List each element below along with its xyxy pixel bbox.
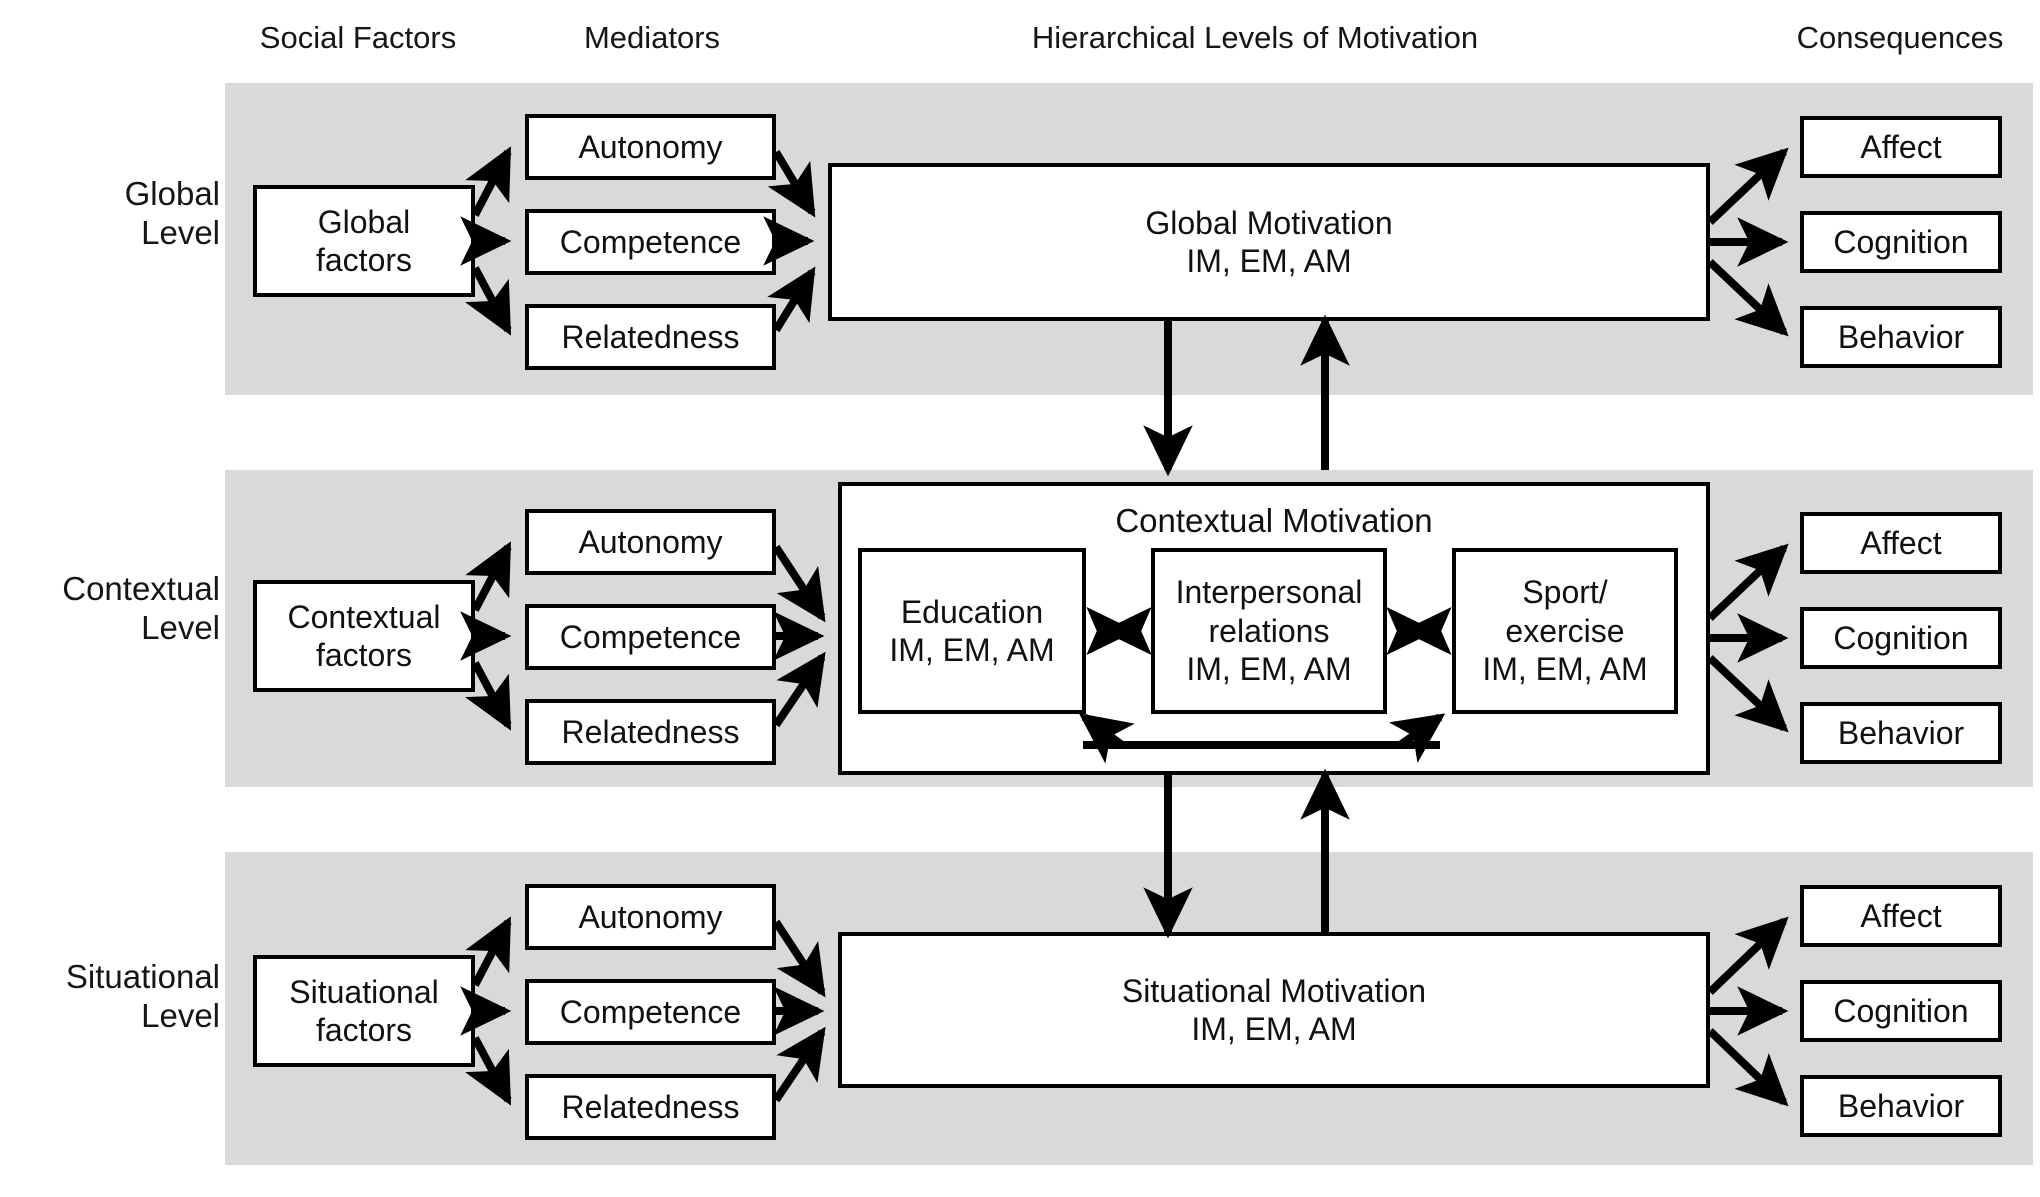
global-factors-line1: Global xyxy=(317,203,411,240)
situational-motivation-box[interactable]: Situational Motivation IM, EM, AM xyxy=(838,932,1710,1088)
situational-mediator-competence[interactable]: Competence xyxy=(525,979,776,1045)
global-mediator-autonomy[interactable]: Autonomy xyxy=(525,114,776,180)
situational-consequence-affect[interactable]: Affect xyxy=(1800,885,2002,947)
situational-mediator-relatedness[interactable]: Relatedness xyxy=(525,1074,776,1140)
contextual-consequence-behavior[interactable]: Behavior xyxy=(1800,702,2002,764)
situational-mediator-autonomy[interactable]: Autonomy xyxy=(525,884,776,950)
header-mediators: Mediators xyxy=(583,20,721,55)
contextual-factors-box[interactable]: Contextual factors xyxy=(253,580,475,692)
contextual-subdomain-sport-name-l1: Sport/ xyxy=(1522,574,1608,611)
situational-consequence-behavior[interactable]: Behavior xyxy=(1800,1075,2002,1137)
level-label-global-line2: Level xyxy=(141,213,220,251)
level-label-situational: Situational Level xyxy=(10,958,220,1036)
contextual-subdomain-sport-types: IM, EM, AM xyxy=(1482,651,1648,688)
global-mediator-competence[interactable]: Competence xyxy=(525,209,776,275)
level-label-contextual: Contextual Level xyxy=(10,570,220,648)
situational-factors-box[interactable]: Situational factors xyxy=(253,955,475,1067)
header-hierarchical: Hierarchical Levels of Motivation xyxy=(1031,20,1479,55)
level-label-global-line1: Global xyxy=(124,175,220,212)
contextual-mediator-competence[interactable]: Competence xyxy=(525,604,776,670)
global-mediator-relatedness[interactable]: Relatedness xyxy=(525,304,776,370)
level-label-global: Global Level xyxy=(30,175,220,253)
contextual-subdomain-interpersonal-types: IM, EM, AM xyxy=(1186,651,1352,688)
level-label-situational-line2: Level xyxy=(141,996,220,1034)
situational-consequence-cognition[interactable]: Cognition xyxy=(1800,980,2002,1042)
contextual-consequence-cognition[interactable]: Cognition xyxy=(1800,607,2002,669)
header-consequences: Consequences xyxy=(1796,20,2004,55)
contextual-subdomain-education-name: Education xyxy=(900,593,1044,630)
level-label-situational-line1: Situational xyxy=(65,958,220,995)
contextual-factors-line2: factors xyxy=(315,637,412,673)
contextual-subdomain-sport-name-l2: exercise xyxy=(1505,612,1625,649)
contextual-factors-line1: Contextual xyxy=(287,598,441,635)
contextual-subdomain-sport[interactable]: Sport/ exercise IM, EM, AM xyxy=(1452,548,1678,714)
contextual-motivation-title: Contextual Motivation xyxy=(1115,502,1433,539)
contextual-mediator-autonomy[interactable]: Autonomy xyxy=(525,509,776,575)
global-consequence-cognition[interactable]: Cognition xyxy=(1800,211,2002,273)
contextual-subdomain-interpersonal[interactable]: Interpersonal relations IM, EM, AM xyxy=(1151,548,1387,714)
global-motivation-box[interactable]: Global Motivation IM, EM, AM xyxy=(828,163,1710,321)
contextual-consequence-affect[interactable]: Affect xyxy=(1800,512,2002,574)
header-social-factors: Social Factors xyxy=(259,20,457,55)
global-consequence-affect[interactable]: Affect xyxy=(1800,116,2002,178)
situational-motivation-title: Situational Motivation xyxy=(1121,972,1427,1009)
global-factors-box[interactable]: Global factors xyxy=(253,185,475,297)
level-label-contextual-line1: Contextual xyxy=(62,570,220,607)
level-label-contextual-line2: Level xyxy=(141,608,220,646)
situational-motivation-sub: IM, EM, AM xyxy=(1191,1011,1357,1047)
global-motivation-sub: IM, EM, AM xyxy=(1186,243,1352,279)
contextual-subdomain-interpersonal-name-l1: Interpersonal xyxy=(1175,574,1363,611)
contextual-subdomain-education-types: IM, EM, AM xyxy=(889,632,1055,668)
global-factors-line2: factors xyxy=(315,242,413,278)
contextual-subdomain-interpersonal-name-l2: relations xyxy=(1208,612,1330,649)
global-consequence-behavior[interactable]: Behavior xyxy=(1800,306,2002,368)
contextual-mediator-relatedness[interactable]: Relatedness xyxy=(525,699,776,765)
situational-factors-line1: Situational xyxy=(289,973,439,1010)
global-motivation-title: Global Motivation xyxy=(1145,204,1393,241)
contextual-subdomain-education[interactable]: Education IM, EM, AM xyxy=(858,548,1086,714)
situational-factors-line2: factors xyxy=(315,1012,413,1048)
